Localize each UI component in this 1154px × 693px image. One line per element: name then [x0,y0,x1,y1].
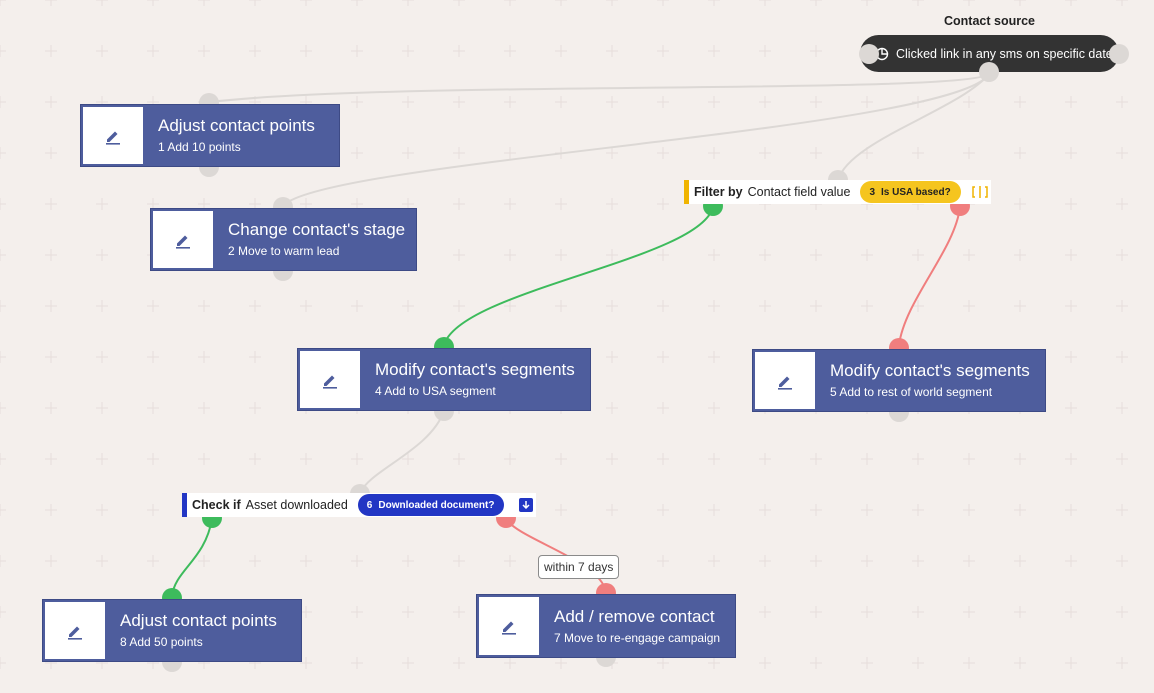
action-node-title: Adjust contact points [120,611,277,630]
action-node-change-stage[interactable]: Change contact's stage 2 Move to warm le… [150,208,417,271]
edge-source-to-adjust-points [209,72,991,103]
action-node-title: Add / remove contact [554,606,715,626]
split-icon[interactable] [972,185,988,199]
condition-keyword: Filter by [694,185,743,199]
badge-label: Downloaded document? [378,499,495,511]
action-node-modify-segments-usa[interactable]: Modify contact's segments 4 Add to USA s… [297,348,591,411]
condition-badge: 3 Is USA based? [860,181,961,203]
action-node-subtitle: 1 Add 10 points [158,140,241,154]
pencil-icon [83,107,143,164]
contact-source-title: Contact source [944,14,1035,28]
source-port-left[interactable] [859,44,879,64]
condition-node-filter[interactable]: Filter by Contact field value 3 Is USA b… [684,180,991,204]
edge-segment-to-check [359,410,445,494]
action-node-subtitle: 8 Add 50 points [120,635,203,649]
action-node-modify-segments-world[interactable]: Modify contact's segments 5 Add to rest … [752,349,1046,412]
condition-field: Contact field value [747,185,851,199]
edge-filter-no [898,206,961,346]
pencil-icon [45,602,105,659]
pencil-icon [479,597,539,655]
edge-check-no [505,518,607,593]
delay-label[interactable]: within 7 days [538,555,620,579]
condition-node-check[interactable]: Check if Asset downloaded 6 Downloaded d… [182,493,536,517]
action-node-subtitle: 7 Move to re-engage campaign [554,630,721,645]
pencil-icon [300,351,360,408]
source-port-bottom[interactable] [979,62,999,82]
pencil-icon [755,352,815,409]
action-node-title: Modify contact's segments [375,360,575,379]
condition-keyword: Check if [192,498,241,512]
edge-filter-yes [443,206,714,346]
condition-field: Asset downloaded [245,498,348,512]
edge-source-to-filter [837,72,991,181]
badge-number: 6 [366,499,373,511]
badge-label: Is USA based? [881,186,951,198]
action-node-add-remove-contact[interactable]: Add / remove contact 7 Move to re-engage… [476,594,736,658]
pencil-icon [153,211,213,268]
edge-check-yes [171,518,213,597]
action-node-subtitle: 5 Add to rest of world segment [830,385,993,399]
contact-source-label: Clicked link in any sms on specific date [896,46,1113,61]
action-node-title: Adjust contact points [158,116,315,135]
edge-source-to-change-stage [283,72,991,206]
source-port-right[interactable] [1109,44,1129,64]
action-node-title: Modify contact's segments [830,361,1030,380]
download-icon[interactable] [519,498,533,512]
badge-number: 3 [869,186,876,198]
action-node-title: Change contact's stage [228,220,406,239]
action-node-subtitle: 2 Move to warm lead [228,244,340,258]
condition-badge: 6 Downloaded document? [357,494,505,516]
action-node-adjust-points-8[interactable]: Adjust contact points 8 Add 50 points [42,599,302,662]
action-node-subtitle: 4 Add to USA segment [375,384,496,398]
action-node-adjust-points-1[interactable]: Adjust contact points 1 Add 10 points [80,104,340,167]
